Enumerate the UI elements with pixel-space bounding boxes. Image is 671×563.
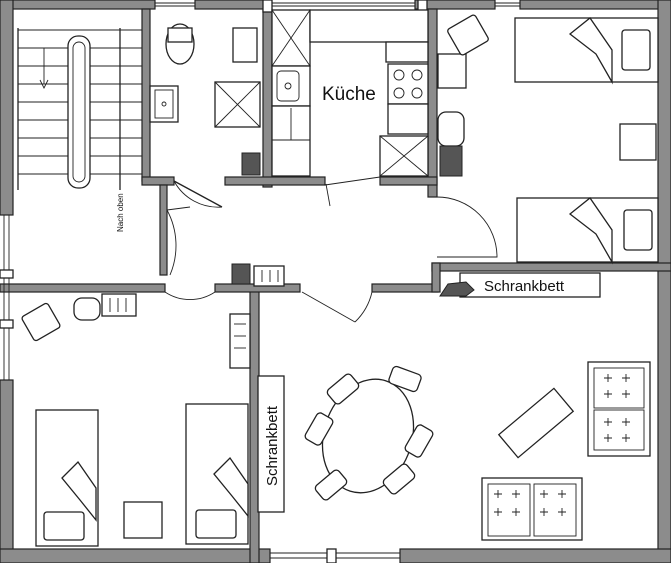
bedroom-left-stool bbox=[21, 302, 61, 342]
hall-radiator bbox=[253, 265, 285, 287]
bedroom-right-chair bbox=[437, 111, 465, 147]
dining-chair bbox=[404, 424, 434, 458]
murphy-bed-right-iron-icon bbox=[439, 281, 475, 297]
stair-handrail bbox=[67, 35, 91, 189]
bath-cabinet bbox=[232, 27, 258, 63]
kitchen-label: Küche bbox=[322, 84, 376, 105]
wall-kitchen-bottom bbox=[379, 176, 438, 186]
murphy-bed-left: Schrankbett bbox=[257, 375, 285, 513]
wall-left-bottom bbox=[0, 379, 14, 563]
dining-chair bbox=[326, 373, 360, 405]
hall bbox=[164, 206, 373, 323]
stove bbox=[387, 63, 429, 105]
wall-left-top bbox=[0, 0, 14, 216]
murphy-bed-left-box bbox=[257, 375, 285, 513]
bedroom-left-nightstand bbox=[123, 501, 163, 539]
dining-chair bbox=[314, 469, 348, 501]
bath-bin bbox=[241, 152, 261, 176]
wall-bottom-left bbox=[0, 548, 271, 563]
hall-bin bbox=[231, 263, 251, 285]
windows bbox=[0, 0, 520, 563]
bedroom-right-dresser bbox=[437, 53, 467, 89]
murphy-bed-left-label: Schrankbett bbox=[264, 405, 281, 486]
wall-bottom-right bbox=[399, 548, 671, 563]
wall-bath-bottom-b bbox=[224, 176, 326, 186]
murphy-bed-right-box bbox=[459, 272, 601, 298]
bedroom-left-radiator-2 bbox=[229, 313, 251, 369]
staircase: Nach oben bbox=[17, 28, 142, 232]
sofa-bottom bbox=[481, 477, 583, 541]
bedroom-left-chair bbox=[73, 297, 101, 321]
wall-bath-bottom-a bbox=[141, 176, 175, 186]
dining-chair bbox=[382, 463, 416, 495]
murphy-bed-right: Schrankbett bbox=[439, 272, 601, 298]
wall-bath-kitchen bbox=[262, 8, 273, 188]
stairs-up-label: Nach oben bbox=[116, 193, 125, 232]
armchair-right bbox=[587, 361, 651, 457]
wall-hall-living-b bbox=[371, 283, 439, 293]
kitchen-wall-cabinet bbox=[309, 9, 429, 43]
toilet-cistern bbox=[167, 27, 193, 43]
wall-top-right-a bbox=[414, 0, 496, 10]
wall-kitchen-bedroom bbox=[427, 8, 438, 198]
bedroom-right-bin bbox=[439, 145, 463, 177]
bedroom-left bbox=[21, 293, 251, 547]
bedroom-right bbox=[436, 14, 659, 265]
bedroom-right-stool bbox=[447, 14, 489, 56]
bathroom bbox=[149, 23, 261, 208]
kitchen-counter-right bbox=[387, 103, 429, 135]
bedroom-right-nightstand bbox=[619, 123, 657, 161]
murphy-bed-right-label: Schrankbett bbox=[484, 278, 565, 295]
armchair-right-pattern bbox=[604, 374, 630, 442]
wall-top-mid bbox=[194, 0, 271, 10]
dining-chair bbox=[304, 412, 334, 446]
wall-bedroom-right-stub bbox=[431, 262, 441, 293]
wall-top-right-b bbox=[519, 0, 671, 10]
wall-top-left bbox=[0, 0, 156, 10]
washbasin bbox=[149, 85, 179, 123]
kitchen: Küche bbox=[271, 9, 429, 207]
wall-bedroom-right-bottom bbox=[431, 262, 671, 272]
wall-stair-bath bbox=[141, 8, 151, 182]
dining-chair bbox=[388, 365, 422, 393]
wall-stair-hall bbox=[159, 184, 168, 276]
wall-right bbox=[657, 0, 671, 563]
coffee-table bbox=[497, 387, 575, 459]
sofa-bottom-pattern bbox=[494, 490, 566, 516]
wall-hall-bedroom bbox=[0, 283, 166, 293]
living-room bbox=[304, 361, 651, 541]
bedroom-left-radiator bbox=[101, 293, 137, 317]
